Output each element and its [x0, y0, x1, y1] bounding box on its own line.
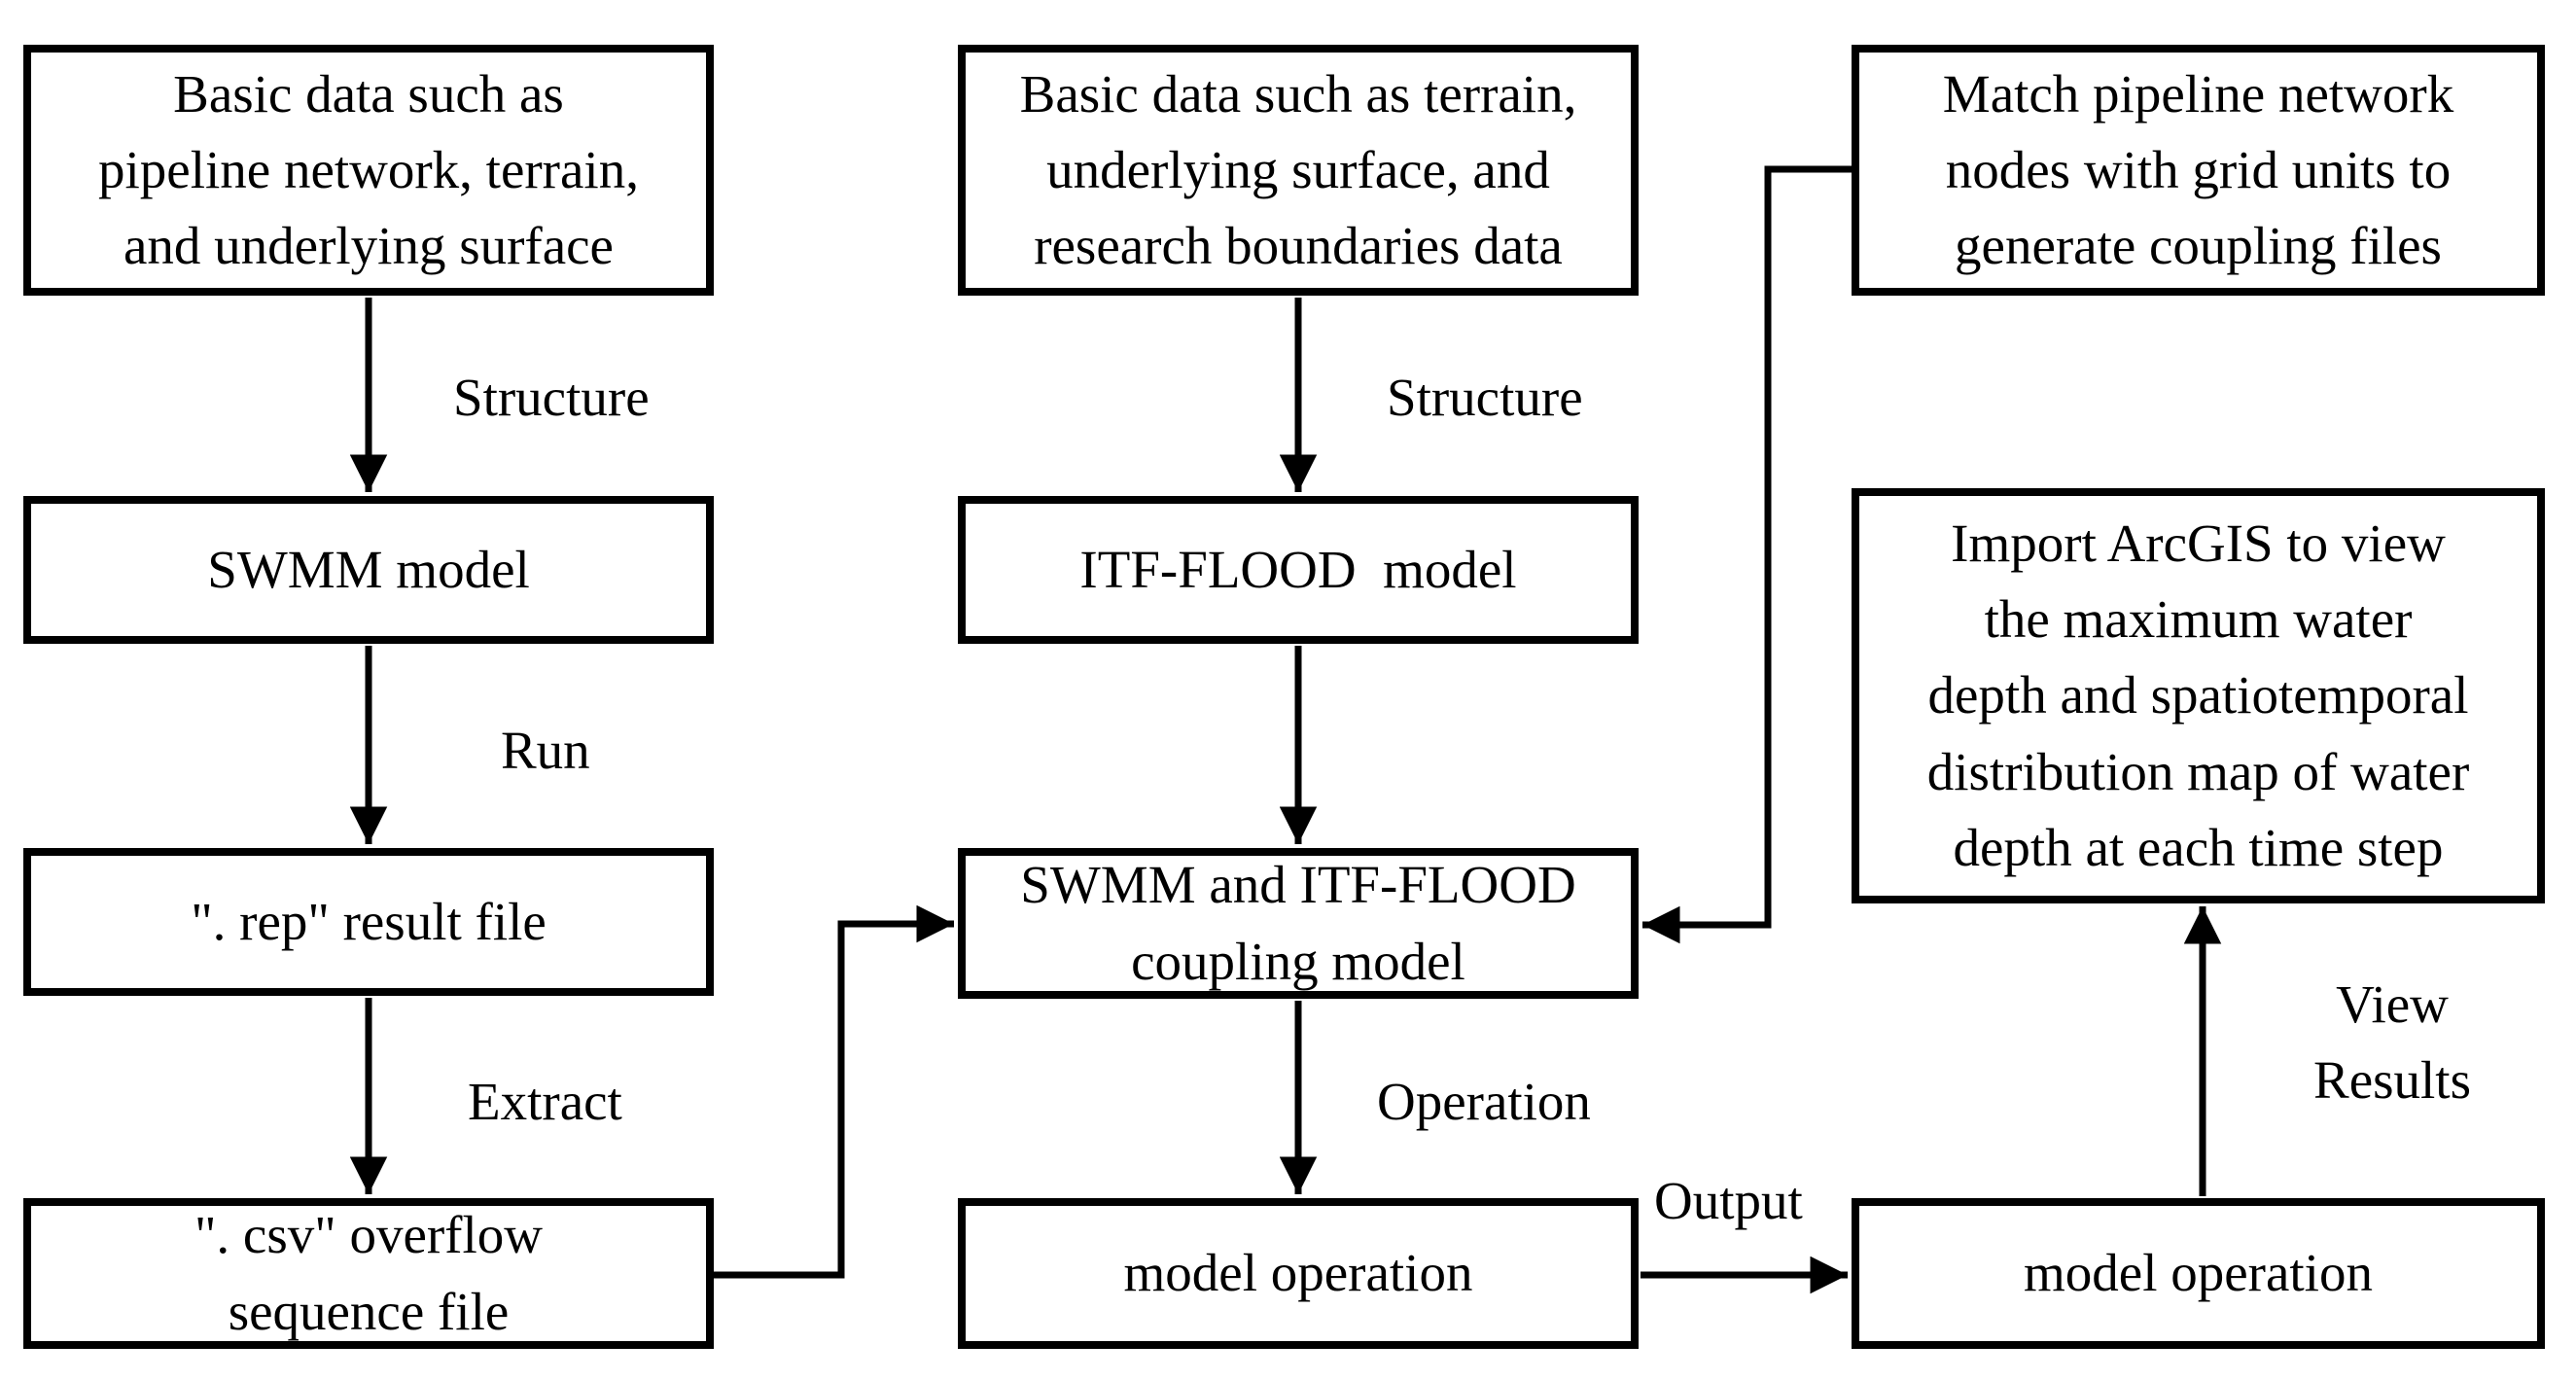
node-coupling-model: SWMM and ITF-FLOOD coupling model — [958, 848, 1639, 999]
node-swmm-model: SWMM model — [23, 496, 714, 644]
node-model-operation-right: model operation — [1852, 1198, 2545, 1349]
arrow-csv-to-coupling — [712, 904, 954, 1279]
edge-label-extract: Extract — [468, 1072, 622, 1131]
edge-label-structure-left: Structure — [453, 368, 650, 427]
node-import-arcgis: Import ArcGIS to view the maximum water … — [1852, 488, 2545, 903]
edge-label-operation: Operation — [1377, 1072, 1591, 1131]
edge-label-structure-mid: Structure — [1387, 368, 1583, 427]
edge-label-output: Output — [1654, 1171, 1803, 1230]
node-csv-overflow-file: ". csv" overflow sequence file — [23, 1198, 714, 1349]
node-basic-data-terrain: Basic data such as terrain, underlying s… — [958, 45, 1639, 296]
edge-label-run: Run — [501, 721, 590, 780]
edge-label-view-results: View Results — [2313, 974, 2471, 1111]
node-rep-result-file: ". rep" result file — [23, 848, 714, 996]
arrow-match-to-coupling — [1642, 165, 1853, 944]
node-match-pipeline-nodes: Match pipeline network nodes with grid u… — [1852, 45, 2545, 296]
node-basic-data-pipeline: Basic data such as pipeline network, ter… — [23, 45, 714, 296]
node-model-operation-middle: model operation — [958, 1198, 1639, 1349]
node-itf-flood-model: ITF-FLOOD model — [958, 496, 1639, 644]
